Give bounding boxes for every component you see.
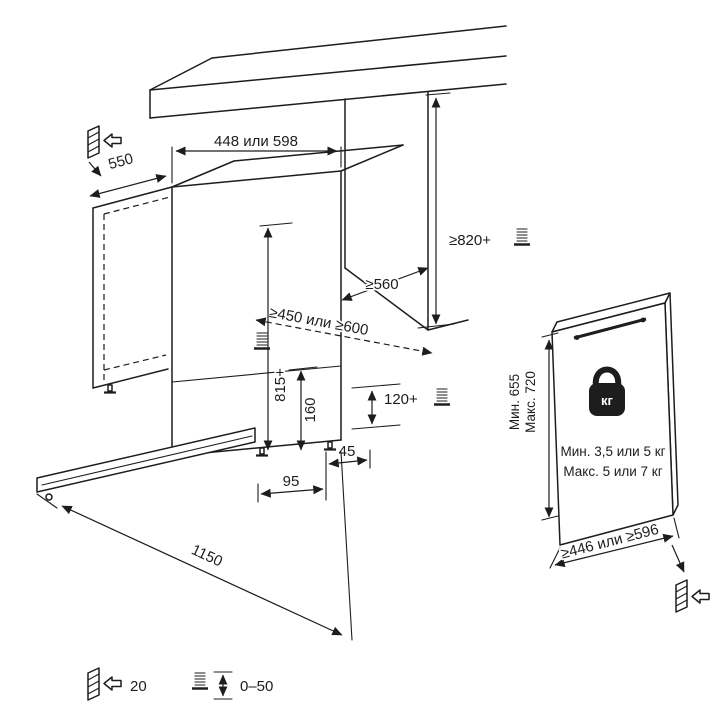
dim-label-820: ≥820+ [449, 232, 491, 249]
dim-label-560: ≥560 [365, 276, 398, 293]
legend-panel-thickness-label: 20 [130, 678, 147, 695]
panel-weight-max-label: Макс. 5 или 7 кг [563, 464, 662, 479]
worktop [149, 25, 507, 119]
dishwasher-cabinet [171, 144, 404, 457]
legend: 20 0–50 [87, 667, 275, 701]
dim-label-120: 120+ [384, 391, 418, 408]
dim-label-45: 45 [339, 443, 356, 460]
leveling-foot-icon [102, 383, 118, 394]
dim-niche-width-floor: ≥450 или ≥600 [255, 302, 433, 356]
arrow-left-icon [691, 589, 710, 604]
dim-worktop-height: ≥820+ [417, 92, 532, 329]
dim-label-550: 550 [107, 150, 136, 173]
legend-foot-adjust-label: 0–50 [240, 678, 273, 695]
dim-label-95: 95 [283, 473, 300, 490]
dim-label-160: 160 [302, 397, 319, 422]
legend-foot-adjust: 0–50 [190, 671, 275, 700]
cabinet-side-panel [92, 186, 173, 389]
adjustable-foot-icon [432, 387, 452, 406]
panel-weight-min-label: Мин. 3,5 или 5 кг [560, 444, 665, 459]
dim-niche-height: 815+ [252, 222, 293, 451]
niche-walls [344, 91, 469, 331]
adjustable-foot-icon [512, 227, 532, 246]
panel-icon [87, 667, 100, 701]
furniture-door-panel: кг Мин. 3,5 или 5 кг Макс. 5 или 7 кг Ми… [506, 292, 710, 613]
dim-foot-adjust: 120+ [351, 383, 452, 430]
arrow-left-icon [103, 676, 122, 691]
panel-height-min-label: Мин. 655 [507, 374, 522, 430]
dim-plinth-height: 160 [288, 366, 321, 451]
door-handle [573, 317, 647, 340]
dim-label-1150: 1150 [189, 541, 225, 570]
weight-icon-label: кг [601, 393, 614, 408]
door-bumper [45, 493, 53, 501]
dim-label-448: 448 или 598 [214, 133, 298, 150]
arrow-left-icon [103, 133, 122, 148]
dim-cabinet-depth: 550 [87, 125, 167, 198]
adjustable-foot-icon [190, 671, 210, 690]
leveling-foot-icon [254, 446, 270, 457]
weight-icon: кг [589, 366, 625, 416]
dim-niche-width-top: 448 или 598 [171, 131, 342, 184]
panel-icon [87, 125, 100, 159]
dim-label-815: 815+ [272, 368, 289, 402]
dim-panel-height: Мин. 655 Макс. 720 [506, 332, 559, 521]
open-door [36, 427, 256, 501]
dim-niche-depth: ≥560 [341, 267, 429, 301]
panel-icon [675, 579, 688, 613]
leveling-foot-icon [322, 440, 338, 451]
dim-label-450-600: ≥450 или ≥600 [268, 304, 370, 339]
panel-height-max-label: Макс. 720 [523, 371, 538, 433]
legend-panel-thickness: 20 [87, 667, 148, 701]
dim-offsets: 45 95 [257, 441, 371, 503]
